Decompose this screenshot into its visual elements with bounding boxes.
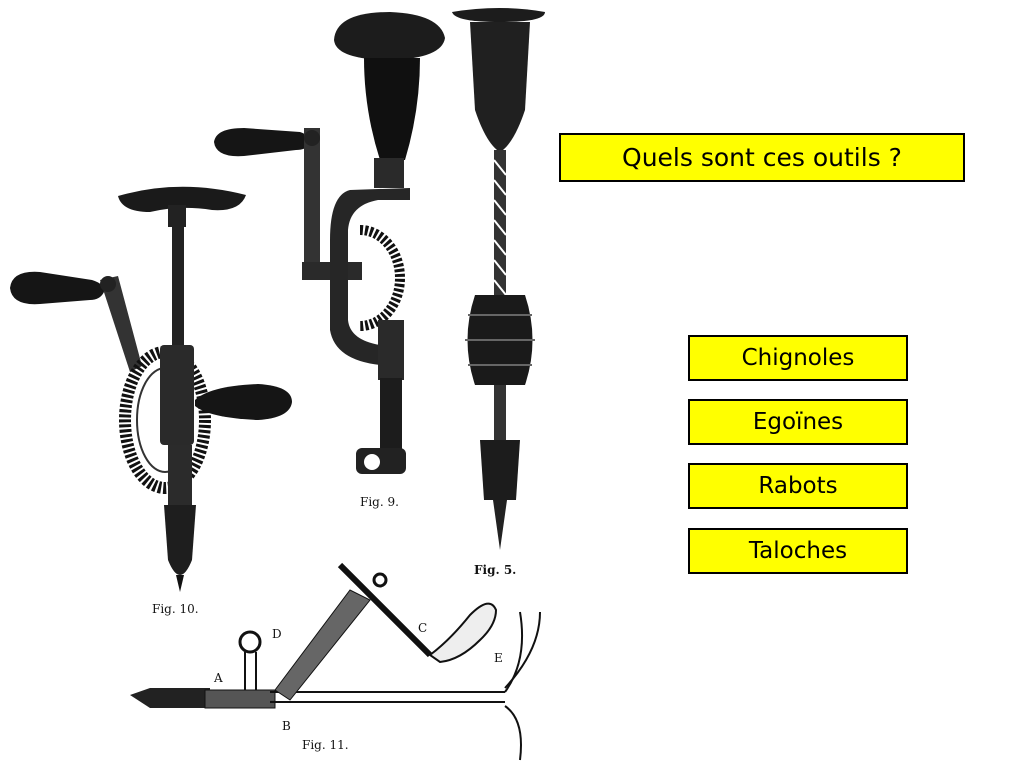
caption-fig9: Fig. 9. bbox=[360, 495, 399, 509]
answer-label: Taloches bbox=[748, 538, 848, 564]
breast-drill-illustration bbox=[10, 186, 292, 592]
label-a: A bbox=[213, 671, 223, 685]
answer-rabots-button[interactable]: Rabots bbox=[688, 463, 908, 509]
question-box: Quels sont ces outils ? bbox=[559, 133, 965, 182]
caption-fig5: Fig. 5. bbox=[474, 563, 517, 577]
label-e: E bbox=[494, 651, 503, 665]
answer-label: Rabots bbox=[758, 473, 838, 499]
hand-drill-illustration bbox=[214, 12, 445, 474]
label-b: B bbox=[282, 719, 291, 733]
question-text: Quels sont ces outils ? bbox=[622, 143, 902, 172]
label-c: C bbox=[418, 621, 427, 635]
caption-fig10: Fig. 10. bbox=[152, 602, 199, 616]
bow-drill-illustration: A B C D E bbox=[130, 562, 541, 761]
answer-label: Egoïnes bbox=[752, 409, 844, 435]
push-drill-illustration bbox=[452, 8, 545, 550]
answer-egoines-button[interactable]: Egoïnes bbox=[688, 399, 908, 445]
answer-taloches-button[interactable]: Taloches bbox=[688, 528, 908, 574]
caption-fig11: Fig. 11. bbox=[302, 738, 349, 752]
label-d: D bbox=[272, 627, 282, 641]
answer-label: Chignoles bbox=[741, 345, 855, 371]
answer-chignoles-button[interactable]: Chignoles bbox=[688, 335, 908, 381]
